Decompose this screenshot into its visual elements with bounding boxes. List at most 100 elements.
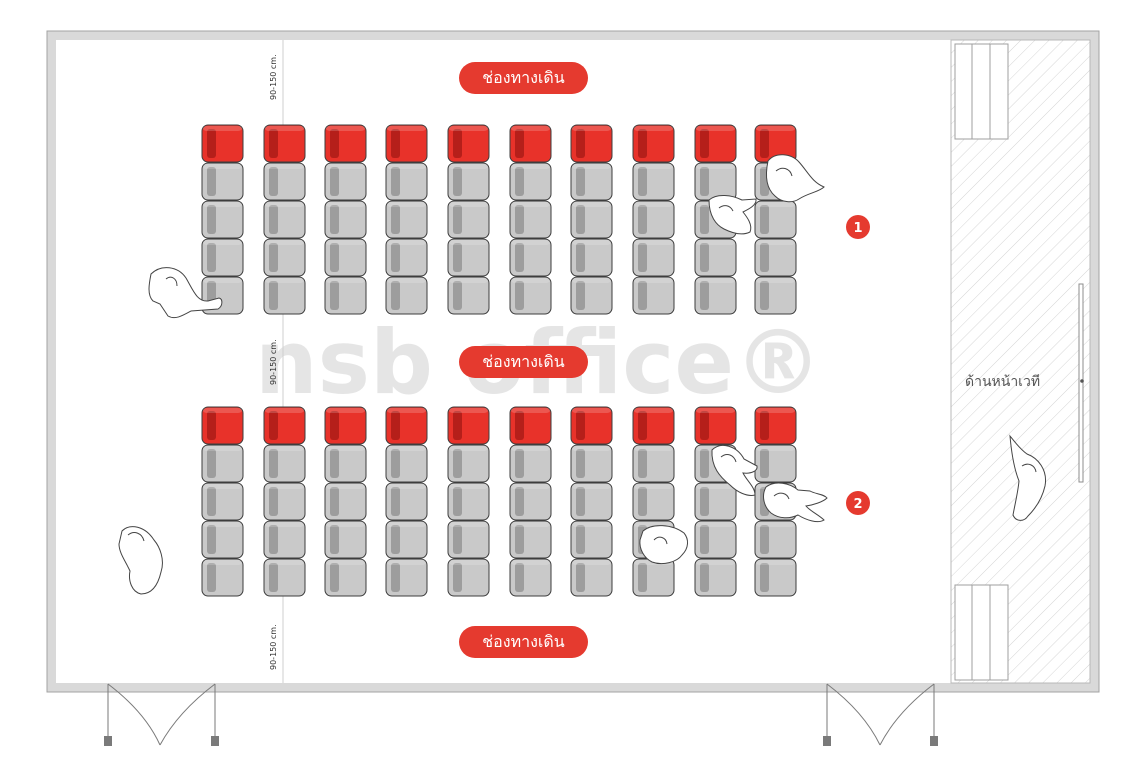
seat (632, 162, 675, 201)
section-1-seats (201, 124, 797, 315)
aisle-label-middle: ช่องทางเดิน (459, 346, 588, 378)
seat (754, 520, 797, 559)
seat-front-row (570, 406, 613, 445)
seat (263, 238, 306, 277)
seat (385, 238, 428, 277)
person-figure-bottom-right-b (763, 482, 828, 523)
aisle-label-top: ช่องทางเดิน (459, 62, 588, 94)
seat (632, 482, 675, 521)
seat (324, 444, 367, 483)
seat-front-row (447, 124, 490, 163)
seat-front-row (385, 406, 428, 445)
seat (509, 276, 552, 315)
seat-front-row (632, 406, 675, 445)
seat-front-row (694, 406, 737, 445)
seat (263, 162, 306, 201)
seat (754, 238, 797, 277)
seat (509, 520, 552, 559)
seat-front-row (263, 406, 306, 445)
seat (754, 444, 797, 483)
seat (694, 558, 737, 597)
seat (385, 520, 428, 559)
seat (447, 444, 490, 483)
seat (754, 558, 797, 597)
seat (324, 520, 367, 559)
seat (385, 558, 428, 597)
seat (201, 482, 244, 521)
seat (570, 558, 613, 597)
aisle-label-bottom: ช่องทางเดิน (459, 626, 588, 658)
seat (324, 162, 367, 201)
person-figure-stage (1009, 434, 1047, 521)
seat (447, 482, 490, 521)
seat-front-row (385, 124, 428, 163)
seat (632, 200, 675, 239)
seat-front-row (324, 124, 367, 163)
seat (201, 558, 244, 597)
section-2-badge-label: 2 (853, 497, 862, 512)
seat (201, 520, 244, 559)
seat-front-row (694, 124, 737, 163)
person-figure-bottom-center (639, 525, 688, 565)
seat (263, 482, 306, 521)
seat (570, 276, 613, 315)
seat-front-row (754, 406, 797, 445)
section-1-badge: 1 (846, 215, 870, 239)
seat (694, 162, 737, 201)
seat (324, 200, 367, 239)
seat (694, 482, 737, 521)
seat-front-row (632, 124, 675, 163)
aisle-label-middle-text: ช่องทางเดิน (482, 352, 564, 371)
seat (447, 520, 490, 559)
seat (201, 200, 244, 239)
seat-front-row (509, 406, 552, 445)
section-1-badge-label: 1 (853, 221, 862, 236)
seat (324, 558, 367, 597)
stage-lower-steps (954, 584, 1009, 681)
seat (694, 276, 737, 315)
seat (570, 444, 613, 483)
clearance-label-bottom: 90-150 cm. (269, 624, 278, 670)
seat (694, 520, 737, 559)
seat-front-row (754, 124, 797, 163)
seat (570, 200, 613, 239)
seat (632, 276, 675, 315)
seat (263, 200, 306, 239)
seat (632, 444, 675, 483)
aisle-label-top-text: ช่องทางเดิน (482, 68, 564, 87)
person-figure-left-top (148, 267, 223, 319)
seat (263, 444, 306, 483)
seat (447, 238, 490, 277)
seat (570, 162, 613, 201)
section-2-badge: 2 (846, 491, 870, 515)
seat (385, 200, 428, 239)
seat (447, 558, 490, 597)
seat (632, 558, 675, 597)
seat-front-row (201, 124, 244, 163)
clearance-label-middle: 90-150 cm. (269, 339, 278, 385)
seat (385, 482, 428, 521)
seat (509, 558, 552, 597)
seat-front-row (447, 406, 490, 445)
seat (201, 444, 244, 483)
seat (754, 276, 797, 315)
seat (632, 238, 675, 277)
door-left (107, 683, 216, 746)
seat (201, 238, 244, 277)
seat (509, 238, 552, 277)
seat-front-row (201, 406, 244, 445)
seat (385, 276, 428, 315)
seat (385, 444, 428, 483)
door-right (826, 683, 935, 746)
seat (447, 200, 490, 239)
stage-screen (1078, 283, 1084, 483)
seat (263, 558, 306, 597)
seat-front-row (570, 124, 613, 163)
stage-screen-dot (1080, 379, 1084, 383)
person-figure-left-bottom (118, 526, 163, 595)
seat (754, 200, 797, 239)
seat (570, 520, 613, 559)
person-figure-top-right-a (765, 154, 825, 203)
seat (509, 200, 552, 239)
